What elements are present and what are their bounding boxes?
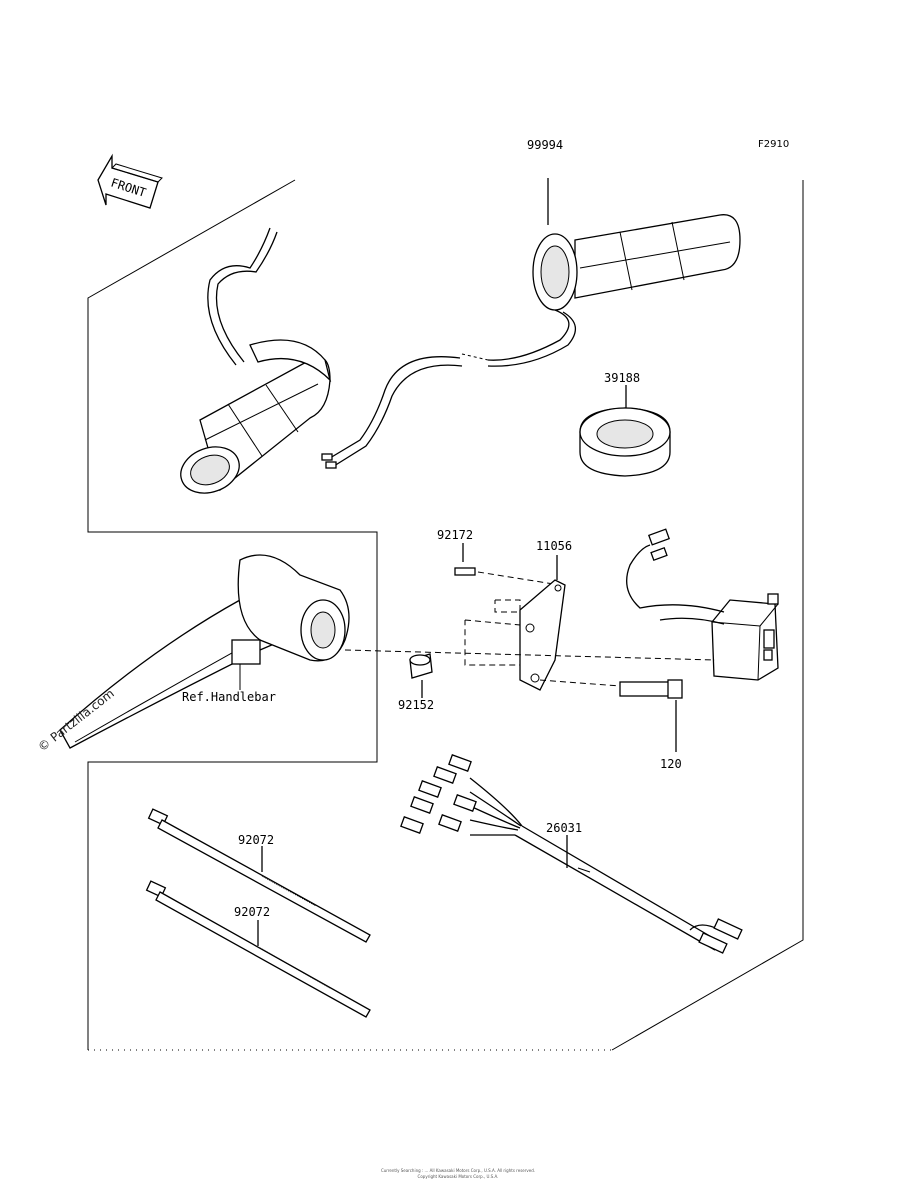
callout-ref-handlebar: Ref.Handlebar [182, 690, 276, 704]
collar-92152 [344, 649, 716, 698]
bracket-11056 [464, 555, 566, 691]
callout-11056: 11056 [536, 539, 572, 553]
callout-120: 120 [660, 757, 682, 771]
callout-92172: 92172 [437, 528, 473, 542]
bolt-120 [539, 679, 683, 752]
callout-92072-b: 92072 [234, 905, 270, 919]
callout-39188: 39188 [604, 371, 640, 385]
footer-line-2: Copyright Kawasaki Motors Corp., U.S.A. [418, 1174, 499, 1179]
cable-tie-92072-a [147, 808, 371, 943]
ring-39188 [579, 385, 671, 477]
figure-code: F2910 [758, 139, 789, 150]
screw-92172 [454, 543, 561, 586]
heater-switch [626, 528, 779, 681]
front-arrow-icon: FRONT [97, 153, 163, 209]
callout-99994: 99994 [527, 138, 563, 152]
handlebar-lever [59, 554, 350, 749]
callout-92072-a: 92072 [238, 833, 274, 847]
callout-26031: 26031 [546, 821, 582, 835]
grip-heater-left [180, 227, 489, 494]
footer-line-1: Currently Searching : ... All Kawasaki M… [381, 1168, 535, 1173]
callout-92152: 92152 [398, 698, 434, 712]
kit-outline [87, 179, 804, 1051]
cable-tie-92072-b [145, 880, 371, 1018]
grip-heater-right [487, 178, 741, 367]
harness-26031 [400, 754, 743, 954]
